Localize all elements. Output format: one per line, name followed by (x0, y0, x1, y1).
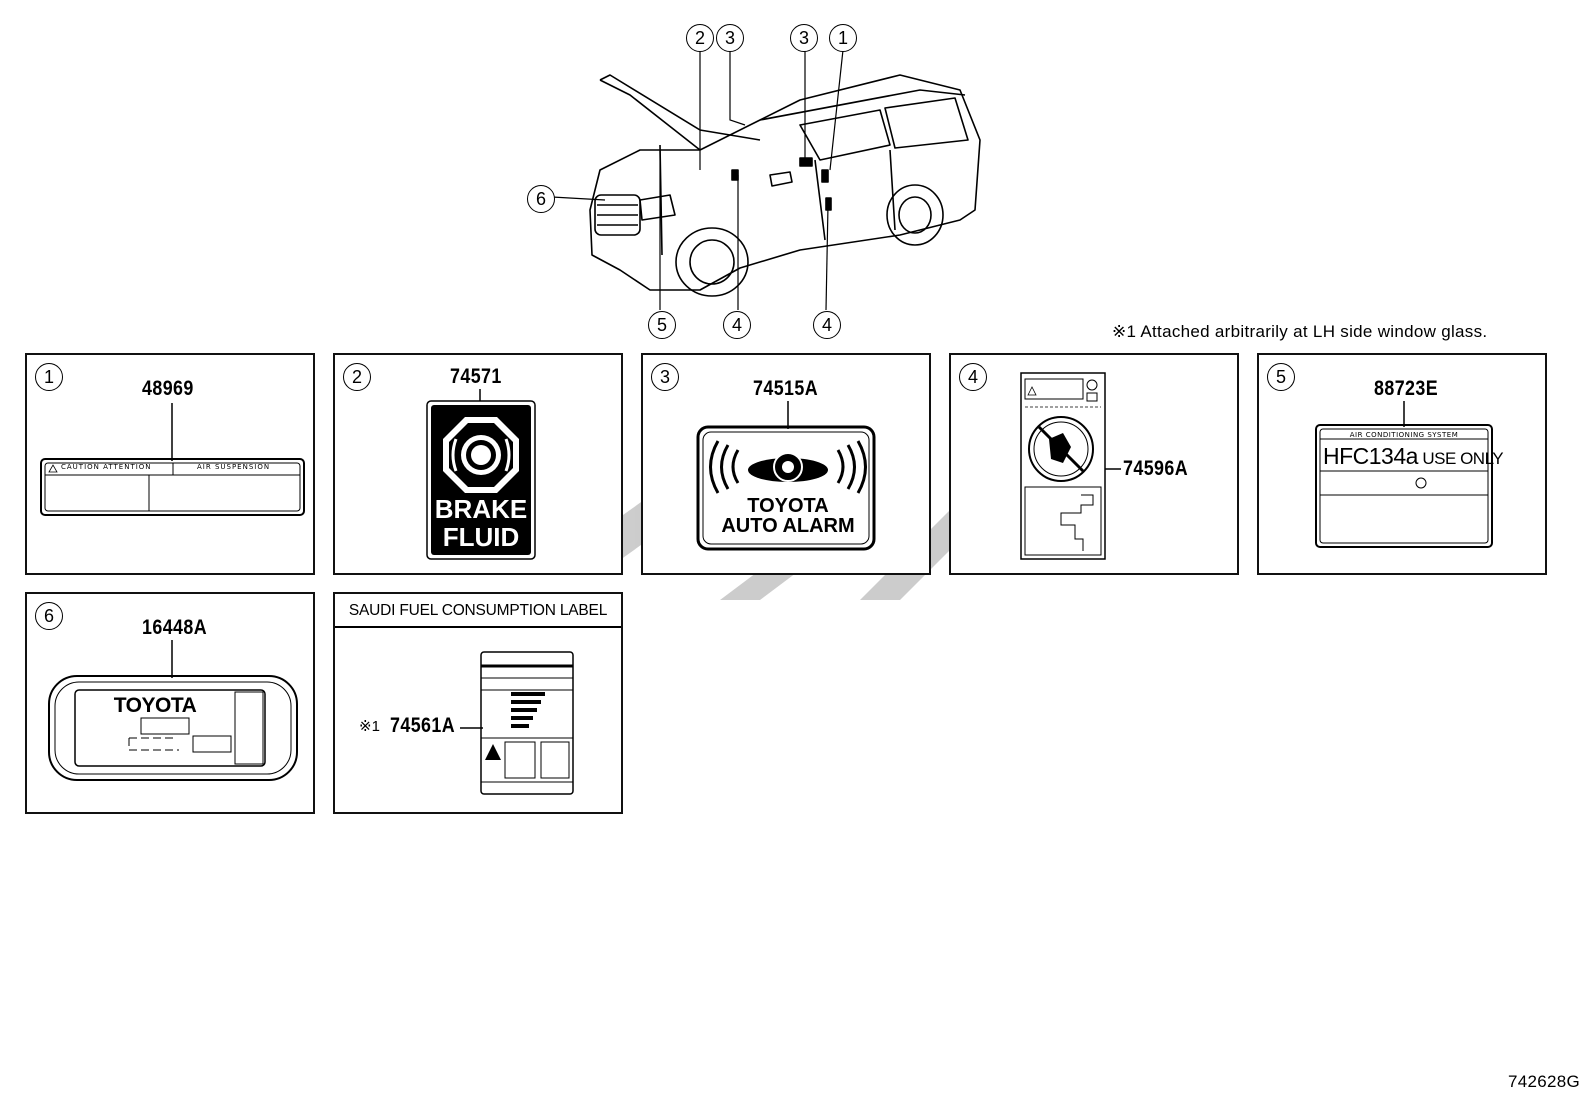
panel-1: 1 48969 CAUTION ATTENTION AIR SUSPENSION (25, 353, 315, 575)
callout-4-bottom-left: 4 (723, 311, 751, 339)
ac-suffix-text: USE ONLY (1422, 449, 1504, 468)
vehicle-illustration (551, 49, 981, 311)
toyota-brand-text: TOYOTA (113, 694, 197, 717)
panel-3: 3 74515A TOYOTA AUTO ALARM (641, 353, 931, 575)
part-number: 74571 (450, 365, 502, 388)
label-caution-text: CAUTION ATTENTION (61, 463, 152, 471)
airbag-warning-label (1020, 372, 1121, 560)
panel-number: 1 (35, 363, 63, 391)
saudi-title: SAUDI FUEL CONSUMPTION LABEL (335, 602, 621, 628)
callout-3-top-left: 3 (716, 24, 744, 52)
panel-number: 4 (959, 363, 987, 391)
part-number: 16448A (142, 616, 208, 639)
callout-6-left: 6 (527, 185, 555, 213)
ac-header: AIR CONDITIONING SYSTEM (1349, 431, 1459, 439)
panel-6: 6 16448A TOYOTA (25, 592, 315, 814)
part-number: 74515A (753, 377, 819, 400)
panel-number: 2 (343, 363, 371, 391)
panel-number: 5 (1267, 363, 1295, 391)
ac-main-text: HFC134a (1323, 443, 1418, 469)
label-suspension-text: AIR SUSPENSION (197, 463, 271, 471)
toyota-plate-label (48, 640, 298, 781)
brake-line2: FLUID (442, 522, 520, 552)
panel-number: 6 (35, 602, 63, 630)
auto-alarm-label (696, 401, 876, 551)
brake-fluid-label (426, 389, 536, 560)
footnote: ※1 Attached arbitrarily at LH side windo… (1112, 322, 1488, 341)
fuel-consumption-label (460, 651, 574, 795)
part-number: 74561A (390, 714, 456, 737)
callout-3-top-right: 3 (790, 24, 818, 52)
panel-5: 5 88723E AIR CONDITIONING SYSTEM HFC134a… (1257, 353, 1547, 575)
part-number: 74596A (1123, 457, 1189, 480)
alarm-line1: TOYOTA (747, 495, 829, 517)
brake-line1: BRAKE (434, 494, 528, 524)
panel-saudi: SAUDI FUEL CONSUMPTION LABEL ※1 74561A (333, 592, 623, 814)
callout-5-bottom: 5 (648, 311, 676, 339)
callout-1-top: 1 (829, 24, 857, 52)
drawing-code: 742628G (1508, 1072, 1581, 1091)
ac-refrigerant: HFC134a USE ONLY (1323, 443, 1504, 470)
part-number: 88723E (1374, 377, 1439, 400)
label-outline (40, 403, 305, 516)
panel-2: 2 74571 BRAKE FLUID (333, 353, 623, 575)
callout-4-bottom-right: 4 (813, 311, 841, 339)
ac-system-label (1315, 401, 1493, 548)
part-number: 48969 (142, 377, 194, 400)
panel-number: 3 (651, 363, 679, 391)
alarm-line2: AUTO ALARM (721, 515, 855, 537)
panel-4: 4 74596A (949, 353, 1239, 575)
callout-2-top: 2 (686, 24, 714, 52)
saudi-note-mark: ※1 (359, 718, 380, 735)
